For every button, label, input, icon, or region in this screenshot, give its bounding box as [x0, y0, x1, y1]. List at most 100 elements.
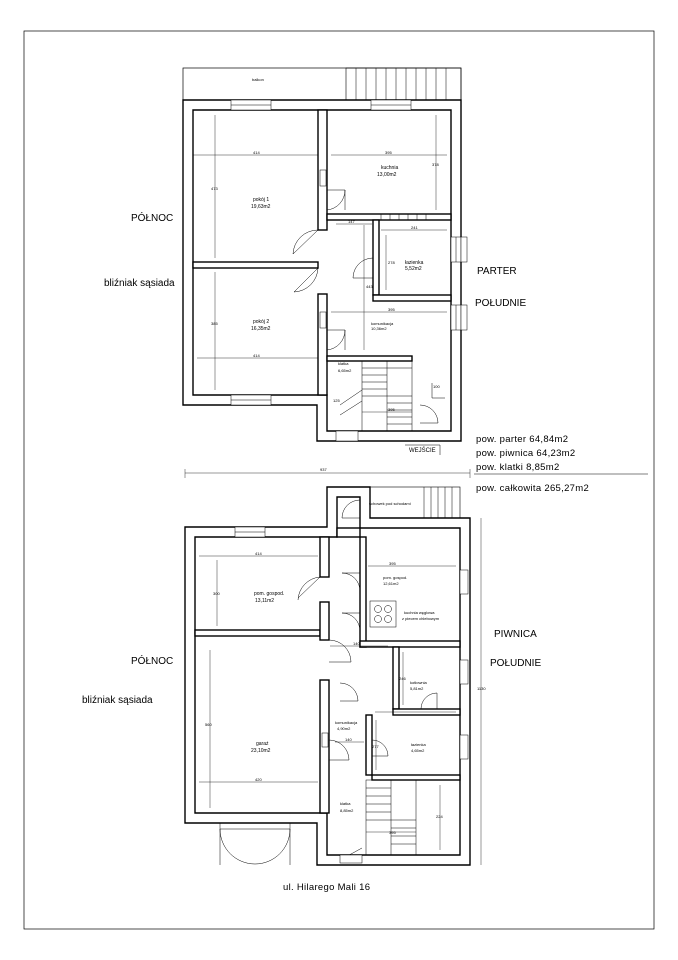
door-room-komunikacja	[326, 329, 346, 351]
sheet-border	[23, 30, 655, 930]
wall-bathroom-west	[372, 219, 380, 296]
wall-bathroom-south	[372, 294, 452, 302]
door-gospod1	[297, 576, 321, 601]
basement-neighbour-label: bliźniak sąsiada	[82, 695, 153, 706]
door-kitchen	[326, 189, 346, 211]
coal-stove	[369, 600, 397, 628]
wall-core-west	[359, 536, 367, 648]
area-totals: pow. parter 64,84m2 pow. piwnica 64,23m2…	[474, 434, 648, 494]
basement-north-label: PÓŁNOC	[131, 654, 173, 667]
basement-staircase	[339, 779, 417, 861]
room-kuchnia-name: kuchnia	[381, 165, 398, 171]
ground-dim-2: 395	[385, 150, 392, 155]
balcony-label: balkon	[252, 77, 264, 82]
basement-window-east-1	[459, 569, 469, 595]
address-label: ul. Hilarego Mali 16	[283, 882, 370, 893]
ground-dim-11: 414	[253, 353, 260, 358]
basement-dimension-lines	[199, 555, 456, 850]
room-lazienka-area: 5,52m2	[405, 266, 422, 272]
room-komunikacja-name: komunikacja	[371, 321, 394, 326]
ground-dim-7: 278	[388, 260, 395, 265]
wall-room1-room2	[192, 261, 319, 269]
room-gospod2-name: pom. gospod.	[383, 575, 407, 580]
basement-dim-11: 395	[389, 830, 396, 835]
garage-double-door	[219, 822, 291, 865]
ground-staircase	[339, 360, 413, 432]
entrance-label: WEJŚCIE	[409, 446, 436, 454]
total-klatki: pow. klatki 8,85m2	[476, 462, 560, 473]
basement-dim-8: 420	[255, 777, 262, 782]
room-lazienka-name: łazienka	[405, 260, 424, 266]
room-pokoj1-name: pokój 1	[253, 197, 269, 203]
room-kotlownia-area: 5,81m2	[410, 686, 424, 691]
basement-plan: schowek pod schodami pom. gospod. 13,11m…	[184, 467, 486, 866]
ground-north-label: PÓŁNOC	[131, 211, 173, 224]
ground-dimension-lines	[193, 115, 447, 413]
door-bathroom	[352, 257, 374, 279]
room-klatka-area: 6,65m2	[338, 368, 352, 373]
room-gospod1-name: pom. gospod.	[254, 591, 284, 597]
door-room2	[293, 267, 319, 293]
basement-outer-stair	[369, 486, 461, 519]
room-gospod2-area: 12,61m2	[383, 581, 399, 586]
room-garaz-name: garaż	[256, 741, 269, 747]
room-pokoj1-area: 19,63m2	[251, 204, 271, 210]
wall-rooms-west-spine-lower	[317, 293, 328, 396]
basement-chimney	[321, 732, 329, 748]
basement-window-east-2	[459, 659, 469, 685]
basement-floor-label: PIWNICA	[494, 629, 537, 640]
basement-outer-stair-treads	[423, 487, 453, 518]
basement-south-label: POŁUDNIE	[490, 658, 541, 669]
room-klatka-name: klatka	[338, 361, 349, 366]
basement-dim-4: 300	[213, 591, 220, 596]
ground-floor-plan: balkon pokój 1 19,63m2 pokój 2 16,35m2 k…	[182, 67, 468, 442]
basement-dim-5: 140	[353, 641, 360, 646]
basement-dim-10: 277	[372, 744, 379, 749]
basement-dim-3: 395	[389, 561, 396, 566]
wall-gospod1-south	[194, 629, 321, 637]
ground-dim-1: 414	[253, 150, 260, 155]
room-lazienka-b-area: 4,65m2	[411, 748, 425, 753]
balcony-stair-treads	[355, 68, 447, 100]
door-kotlownia	[420, 692, 438, 710]
door-komunikacja	[339, 682, 359, 702]
ground-dim-6: 147	[348, 219, 355, 224]
wall-basement-spine-upper	[319, 536, 330, 578]
basement-dim-1: 937	[320, 467, 327, 472]
chimney-upper	[319, 169, 327, 187]
basement-dim-12: 224	[436, 814, 443, 819]
room-komunikacja-b-area: 4,90m2	[337, 726, 351, 731]
ground-dim-4: 378	[432, 162, 439, 167]
basement-dim-7: 560	[205, 722, 212, 727]
kitchen-counter	[380, 213, 427, 221]
entrance-marker	[405, 444, 441, 455]
balcony-stair	[345, 67, 462, 101]
room-gospod1-area: 13,11m2	[255, 598, 274, 604]
door-garage-inner	[328, 639, 352, 663]
room-schowek: schowek pod schodami	[369, 501, 411, 506]
window-east-small-1	[460, 236, 468, 263]
room-klatka-b-area: 8,85m2	[340, 808, 354, 813]
wall-basement-spine-mid	[319, 601, 330, 641]
chimney-lower	[319, 311, 327, 329]
entry-arrow	[431, 383, 445, 399]
wall-lazienka-south	[371, 774, 461, 781]
window-east-small-2	[460, 304, 468, 331]
door-entry	[419, 404, 439, 424]
basement-window-east-3	[459, 734, 469, 760]
room-kuchnia-area: 13,00m2	[377, 172, 397, 178]
door-lazienka	[371, 739, 389, 757]
basement-step	[339, 854, 363, 864]
ground-dim-5: 241	[411, 225, 418, 230]
entry-step	[335, 430, 359, 442]
balcony	[182, 67, 462, 101]
room-komunikacja-b-name: komunikacja	[335, 720, 358, 725]
door-klatka	[328, 739, 350, 761]
room-kuchnia-weglowa-1: kuchnia węglowa	[404, 610, 435, 615]
basement-dim-13: 1130	[477, 686, 486, 691]
ground-dim-8: 443	[366, 284, 373, 289]
door-kitchen-coal	[341, 612, 361, 632]
total-parter: pow. parter 64,84m2	[476, 434, 568, 445]
wall-schowek	[336, 527, 361, 538]
room-klatka-b-name: klatka	[340, 801, 351, 806]
